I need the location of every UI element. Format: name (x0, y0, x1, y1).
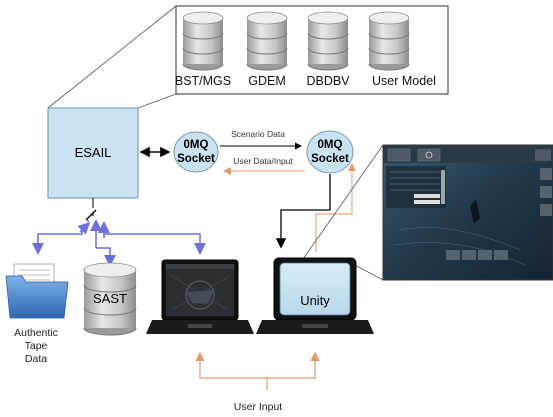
socket-2-line1: 0MQ (318, 139, 343, 151)
zoom-line-top (300, 144, 384, 263)
user-input-label: User Input (234, 401, 283, 413)
socket-node-2: 0MQ Socket (306, 130, 354, 174)
esail-box: ESAIL (47, 107, 139, 199)
esail-label: ESAIL (75, 145, 112, 160)
database-label-bst-mgs: BST/MGS (175, 74, 231, 88)
database-label-user-model: User Model (372, 74, 436, 88)
unity-to-socket-link (315, 163, 356, 252)
database-cylinder-user-model (368, 11, 410, 71)
user-input-links (195, 351, 320, 390)
unity-laptop-icon: Unity (256, 257, 374, 334)
database-cylinder-dbdbv (307, 11, 349, 71)
scenario-data-link: Scenario Data (220, 129, 302, 150)
user-data-link: User Data/Input (223, 156, 305, 175)
folder-icon (5, 263, 69, 319)
database-cylinder-bst-mgs (182, 11, 224, 71)
unity-screenshot (382, 144, 553, 281)
socket-node-1: 0MQ Socket (173, 131, 219, 173)
database-cylinder-gdem (246, 11, 288, 71)
switch-icon (85, 198, 97, 221)
user-data-input-label: User Data/Input (233, 156, 293, 166)
database-label-dbdbv: DBDBV (306, 74, 350, 88)
scenario-data-label: Scenario Data (231, 129, 285, 139)
unity-label: Unity (300, 293, 330, 308)
sast-laptop-icon (146, 259, 254, 334)
sast-label: SAST (93, 291, 127, 306)
socket-to-unity-link (275, 174, 331, 249)
tape-label-line1: Authentic (14, 327, 58, 339)
socket-1-line2: Socket (177, 153, 215, 165)
tape-label-line2: Tape (25, 340, 48, 352)
socket-2-line2: Socket (311, 153, 349, 165)
tape-label-line3: Data (25, 353, 47, 365)
database-label-gdem: GDEM (248, 74, 286, 88)
sast-database-cylinder: SAST (83, 262, 137, 336)
socket-1-line1: 0MQ (184, 139, 209, 151)
switch-distribution-links (32, 219, 206, 267)
